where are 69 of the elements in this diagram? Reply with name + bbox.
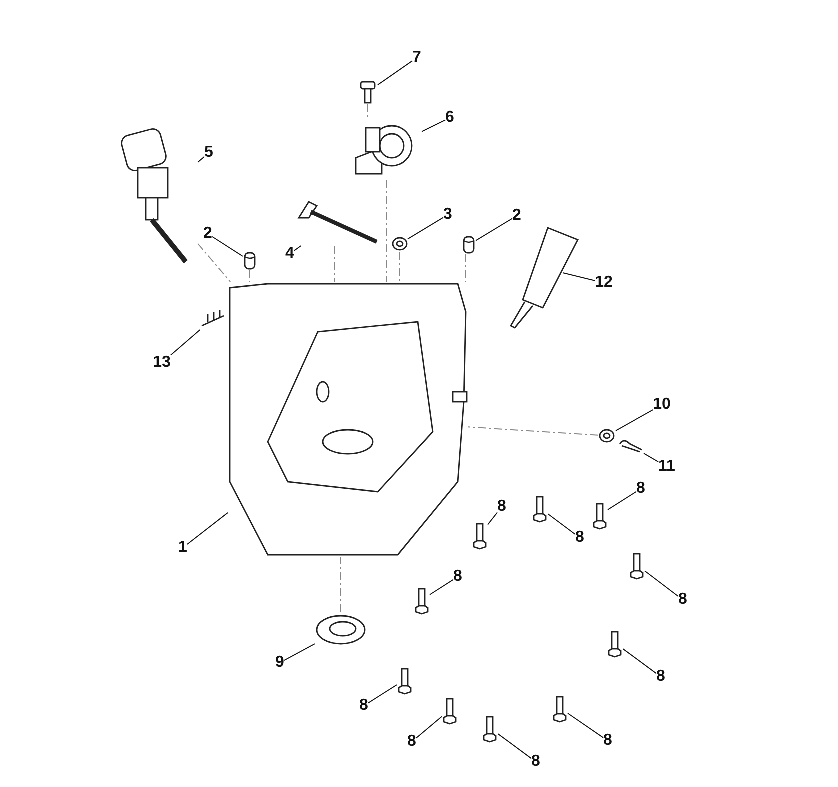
leader-line <box>644 453 660 463</box>
leader-line <box>368 684 398 704</box>
callout-number: 9 <box>276 654 284 672</box>
nut-drawing <box>598 428 616 444</box>
bolt-drawing <box>532 494 548 522</box>
housing-drawing <box>228 282 468 557</box>
alignment-line <box>340 556 342 612</box>
callout-number: 6 <box>446 109 454 127</box>
bolt-drawing <box>472 521 488 549</box>
leader-line <box>548 514 576 536</box>
leader-line <box>488 512 498 526</box>
alignment-line <box>386 180 388 282</box>
callout-number: 8 <box>636 480 646 498</box>
leader-line <box>430 579 454 596</box>
callout-number: 8 <box>498 498 506 516</box>
callout-number: 8 <box>678 591 688 609</box>
leader-line <box>644 570 680 598</box>
leader-line <box>284 644 316 662</box>
callout-number: 2 <box>512 207 522 225</box>
callout-number: 4 <box>286 245 294 263</box>
callout-number: 2 <box>204 225 212 243</box>
alignment-line <box>468 426 598 436</box>
bolt-drawing <box>397 666 413 694</box>
leader-line <box>186 512 228 546</box>
leader-line <box>476 218 514 242</box>
hairpin-clip-drawing <box>618 438 644 454</box>
leader-line <box>568 713 604 738</box>
washer-drawing <box>392 236 408 252</box>
bolt-drawing <box>414 586 430 614</box>
callout-number: 11 <box>658 458 676 476</box>
dowel-pin-drawing <box>243 252 257 270</box>
bolt-drawing <box>552 694 568 722</box>
callout-number: 8 <box>576 529 584 547</box>
callout-number: 8 <box>604 732 612 750</box>
leader-line <box>608 491 638 510</box>
alignment-line <box>198 243 232 282</box>
leader-line <box>616 410 654 432</box>
callout-number: 3 <box>444 206 452 224</box>
bolt-drawing <box>607 629 623 657</box>
leader-line <box>212 236 244 257</box>
bolt-drawing <box>442 696 458 724</box>
bolt-drawing <box>482 714 498 742</box>
leader-line <box>422 120 446 132</box>
callout-number: 8 <box>532 753 540 771</box>
alignment-line <box>334 246 336 282</box>
bolt-drawing <box>629 551 645 579</box>
callout-number: 7 <box>412 49 422 67</box>
callout-number: 8 <box>408 733 416 751</box>
callout-number: 8 <box>454 568 462 586</box>
callout-number: 10 <box>653 396 671 414</box>
leader-line <box>198 156 206 163</box>
leader-line <box>562 272 596 282</box>
leader-line <box>498 733 532 760</box>
leader-line <box>170 330 201 356</box>
leader-line <box>378 60 414 86</box>
leader-line <box>294 246 302 252</box>
bolt-drawing <box>592 501 608 529</box>
leader-line <box>622 648 658 674</box>
leader-line <box>416 716 442 739</box>
callout-number: 13 <box>153 354 171 372</box>
callout-number: 1 <box>178 539 188 557</box>
dowel-pin-drawing <box>462 236 476 254</box>
leader-line <box>408 217 444 240</box>
callout-number: 12 <box>595 274 613 292</box>
callout-number: 8 <box>360 697 368 715</box>
callout-number: 5 <box>204 144 214 162</box>
callout-number: 8 <box>656 668 666 686</box>
rod-drawing <box>295 198 375 246</box>
screw-drawing <box>358 80 378 104</box>
